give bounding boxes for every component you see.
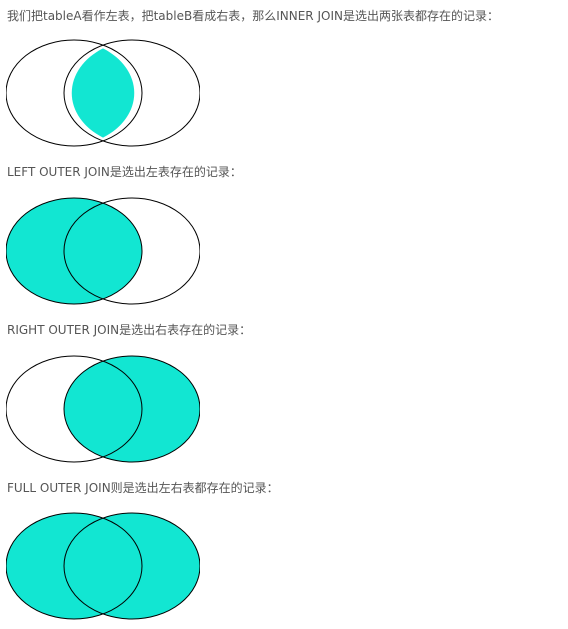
left-join-venn-diagram <box>6 197 200 305</box>
left-join-caption: LEFT OUTER JOIN是选出左表存在的记录： <box>7 165 242 179</box>
left-table-circle <box>6 355 143 463</box>
right-join-caption: RIGHT OUTER JOIN是选出右表存在的记录： <box>7 323 252 337</box>
right-table-circle <box>63 355 200 463</box>
left-table-circle <box>6 197 143 305</box>
right-table-fill <box>64 513 200 619</box>
left-table-circle <box>6 39 143 147</box>
right-join-venn-diagram <box>6 355 200 463</box>
right-table-fill <box>64 356 200 462</box>
inner-join-venn-diagram <box>6 39 200 147</box>
inner-join-intersection <box>71 48 135 138</box>
right-table-circle <box>63 39 200 147</box>
right-table-circle <box>63 197 200 305</box>
inner-join-caption: 我们把tableA看作左表，把tableB看成右表，那么INNER JOIN是选… <box>7 9 499 23</box>
right-table-circle <box>63 512 200 620</box>
full-join-venn-diagram <box>6 512 200 620</box>
full-join-caption: FULL OUTER JOIN则是选出左右表都存在的记录： <box>7 481 279 495</box>
left-table-fill <box>6 198 142 304</box>
left-table-circle <box>6 512 143 620</box>
